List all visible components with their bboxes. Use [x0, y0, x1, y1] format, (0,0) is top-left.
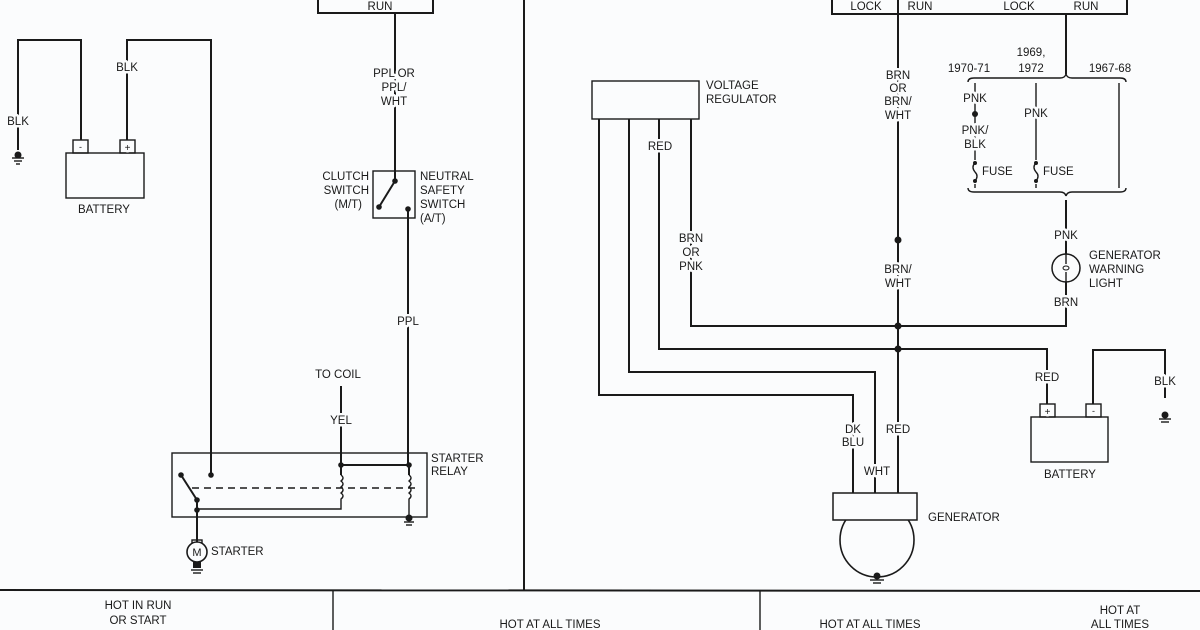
- ignition-feed: BRN OR BRN/ WHT BRN/ WHT: [882, 14, 915, 493]
- ignition-switch-box-left: RUN: [317, 0, 434, 14]
- wire-label: PPL: [397, 316, 419, 328]
- wire-label: 1969,: [1017, 47, 1046, 59]
- wire-label: SWITCH: [420, 199, 465, 211]
- wire-label: ALL TIMES: [1091, 619, 1149, 630]
- ground-icon: [870, 572, 884, 584]
- ignition-switch-box-right: LOCK RUN LOCK RUN: [831, 0, 1128, 15]
- wire-label: WHT: [381, 96, 407, 108]
- wire-label: BATTERY: [1044, 469, 1096, 481]
- wire-label: PNK/: [962, 125, 990, 137]
- wire-label: FUSE: [1043, 166, 1074, 178]
- wire-label: LOCK: [1003, 1, 1035, 13]
- wire-label: BRN/: [884, 96, 912, 108]
- starter-relay: TO COIL YEL STARTER RELAY: [171, 367, 486, 542]
- wire-label: OR START: [109, 615, 166, 627]
- wire-label: PNK: [679, 261, 703, 273]
- starter-motor-icon: M STARTER: [186, 539, 266, 574]
- voltage-regulator: VOLTAGE REGULATOR RED BRN OR PNK: [591, 78, 1067, 493]
- wire-label: HOT IN RUN: [105, 600, 172, 612]
- wire-label: HOT AT ALL TIMES: [500, 619, 601, 630]
- wire-label: +: [125, 143, 131, 154]
- wire-label: HOT AT: [1100, 605, 1140, 617]
- wire-label: OR: [682, 247, 699, 259]
- wire-label: BRN: [1054, 297, 1078, 309]
- wire-label: OR: [889, 83, 906, 95]
- wire-label: VOLTAGE: [706, 80, 759, 92]
- wire-label: FUSE: [982, 166, 1013, 178]
- wire-label: +: [1045, 407, 1051, 418]
- battery-left: - + BLK BLK BATTERY: [5, 39, 212, 475]
- ground-icon: [1159, 411, 1171, 423]
- wire-label: GENERATOR: [928, 512, 1000, 524]
- wire-label: PNK: [1024, 108, 1048, 120]
- wire-label: STARTER: [431, 453, 484, 465]
- blk-wire-label: BLK: [116, 62, 138, 74]
- wire-label: M: [192, 547, 201, 559]
- wire-label: CLUTCH: [322, 171, 369, 183]
- wire-label: (A/T): [420, 213, 446, 225]
- wire-label: BLU: [842, 437, 864, 449]
- wire-label: (M/T): [335, 199, 363, 211]
- wire-label: WHT: [885, 278, 911, 290]
- wire-label: RED: [1035, 372, 1059, 384]
- wire-label: SAFETY: [420, 185, 465, 197]
- wire-label: BRN/: [884, 264, 912, 276]
- wire-label: HOT AT ALL TIMES: [820, 619, 921, 630]
- wire-label: BRN: [679, 233, 703, 245]
- run-label: RUN: [368, 1, 393, 13]
- wire-label: PPL OR: [373, 68, 415, 80]
- wire-label: PPL/: [382, 82, 408, 94]
- ground-icon: [12, 151, 24, 165]
- wire-label: WARNING: [1089, 264, 1144, 276]
- footer-legend: HOT IN RUN OR START HOT AT ALL TIMES HOT…: [102, 598, 1152, 630]
- neutral-clutch-switch: PPL OR PPL/ WHT CLUTCH SWITCH (M/T) NEUT…: [320, 13, 477, 465]
- wire-label: BRN: [886, 70, 910, 82]
- fuse-icon: [1031, 160, 1041, 184]
- wire-label: TO COIL: [315, 369, 361, 381]
- ground-icon: [404, 514, 414, 526]
- blk-wire-label: BLK: [7, 116, 29, 128]
- wire-label: BLK: [1154, 376, 1176, 388]
- wire-label: LIGHT: [1089, 278, 1123, 290]
- year-variants: 1970-71 1969, 1972 1967-68 PNK PNK/ BLK …: [945, 14, 1134, 197]
- battery-label: BATTERY: [78, 204, 130, 216]
- wire-label: YEL: [330, 415, 352, 427]
- wire-label: RED: [648, 141, 672, 153]
- wire-label: BLK: [964, 139, 986, 151]
- wire-label: -: [1092, 406, 1095, 416]
- fuse-icon: [970, 160, 980, 184]
- wire-label: 1967-68: [1089, 63, 1131, 75]
- wire-label: GENERATOR: [1089, 250, 1161, 262]
- wire-label: 1970-71: [948, 63, 990, 75]
- wire-label: WHT: [885, 110, 911, 122]
- wire-label: DK: [845, 424, 861, 436]
- battery-right: RED BLK + - BATTERY: [1030, 349, 1179, 484]
- wire-label: 1972: [1018, 63, 1044, 75]
- wire-label: NEUTRAL: [420, 171, 474, 183]
- wire-label: RED: [886, 424, 910, 436]
- generator: DK BLU WHT RED GENERATOR: [832, 422, 1002, 584]
- wire-label: LOCK: [850, 1, 882, 13]
- wire-label: WHT: [864, 466, 890, 478]
- wire-label: SWITCH: [324, 185, 369, 197]
- wire-label: STARTER: [211, 546, 264, 558]
- wire-label: RELAY: [431, 466, 468, 478]
- wire-label: PNK: [1054, 230, 1078, 242]
- wire-label: RUN: [1074, 1, 1099, 13]
- generator-warning-light-icon: PNK BRN GENERATOR WARNING LIGHT: [1051, 200, 1163, 312]
- wire-label: RUN: [908, 1, 933, 13]
- wire-label: PNK: [963, 93, 987, 105]
- wire-label: REGULATOR: [706, 94, 777, 106]
- wire-label: -: [79, 142, 82, 152]
